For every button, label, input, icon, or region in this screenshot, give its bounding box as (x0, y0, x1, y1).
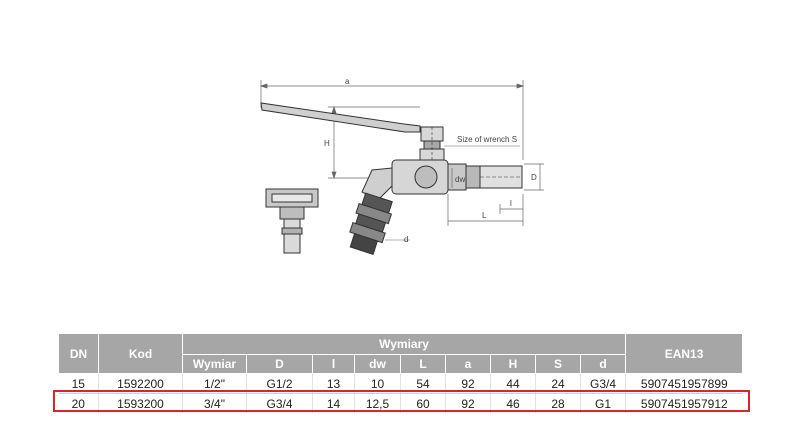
cell-a: 92 (445, 373, 491, 394)
cell-l-lower: 13 (312, 373, 355, 394)
valve-technical-drawing: a H Size of wrench S D dw (259, 77, 544, 256)
cell-dn: 15 (58, 373, 99, 394)
label-L: L (482, 211, 487, 220)
cell-ean13: 5907451957912 (640, 396, 728, 411)
cell-dw: 12,5 (354, 393, 401, 413)
header-wymiar: Wymiar (182, 354, 247, 374)
cell-wymiar: 1/2" (182, 373, 247, 394)
header-dn: DN (58, 333, 99, 374)
header-a: a (445, 354, 491, 374)
header-d-lower: d (579, 354, 627, 374)
cell-d-upper: G3/4 (246, 393, 313, 413)
label-h: H (324, 139, 330, 148)
header-ean13: EAN13 (625, 333, 744, 374)
dimension-l-L (447, 194, 524, 226)
cell-ean13: 5907451957899 (625, 373, 743, 394)
label-dw: dw (455, 175, 465, 184)
cell-h: 46 (490, 393, 536, 413)
valve-stem (419, 126, 445, 162)
cell-l-lower: 14 (312, 393, 355, 413)
label-a: a (345, 77, 350, 86)
cell-d-upper: G1/2 (246, 373, 313, 394)
valve-body (361, 159, 523, 201)
label-l: l (510, 199, 512, 208)
cell-l-upper: 54 (400, 373, 446, 394)
header-s: S (535, 354, 581, 374)
cell-wymiar: 3/4" (182, 393, 247, 413)
table-row: 15 1592200 1/2" G1/2 13 10 54 92 44 24 G… (58, 373, 743, 394)
adapter-part (265, 188, 319, 254)
header-d-upper: D (246, 354, 313, 374)
header-l-lower: l (312, 354, 355, 374)
cell-d-lower: G3/4 (580, 373, 627, 394)
label-size-of-wrench: Size of wrench S (457, 135, 517, 144)
dimension-d-dw (451, 163, 544, 191)
cell-s: 24 (535, 373, 581, 394)
cell-dn: 20 (58, 393, 99, 413)
header-wymiary: Wymiary (181, 333, 627, 355)
dimension-a (259, 80, 525, 160)
cell-d-lower: G1 (580, 393, 627, 413)
table-row: 20 1593200 3/4" G3/4 14 12,5 60 92 46 28… (58, 393, 743, 413)
cell-a: 92 (445, 393, 491, 413)
cell-kod: 1593200 (98, 393, 183, 413)
cell-dw: 10 (354, 373, 401, 394)
specification-table: DN Kod Wymiary EAN13 Wymiar D l dw L a H… (58, 333, 744, 413)
label-d: d (404, 235, 408, 244)
cell-h: 44 (490, 373, 536, 394)
label-D: D (531, 173, 537, 182)
lever-handle (260, 102, 421, 133)
header-kod: Kod (98, 333, 183, 374)
header-l-upper: L (400, 354, 446, 374)
cell-s: 28 (535, 393, 581, 413)
cell-l-upper: 60 (400, 393, 446, 413)
cell-kod: 1592200 (98, 373, 183, 394)
hose-spout (349, 192, 393, 256)
header-dw: dw (354, 354, 401, 374)
header-h: H (490, 354, 536, 374)
